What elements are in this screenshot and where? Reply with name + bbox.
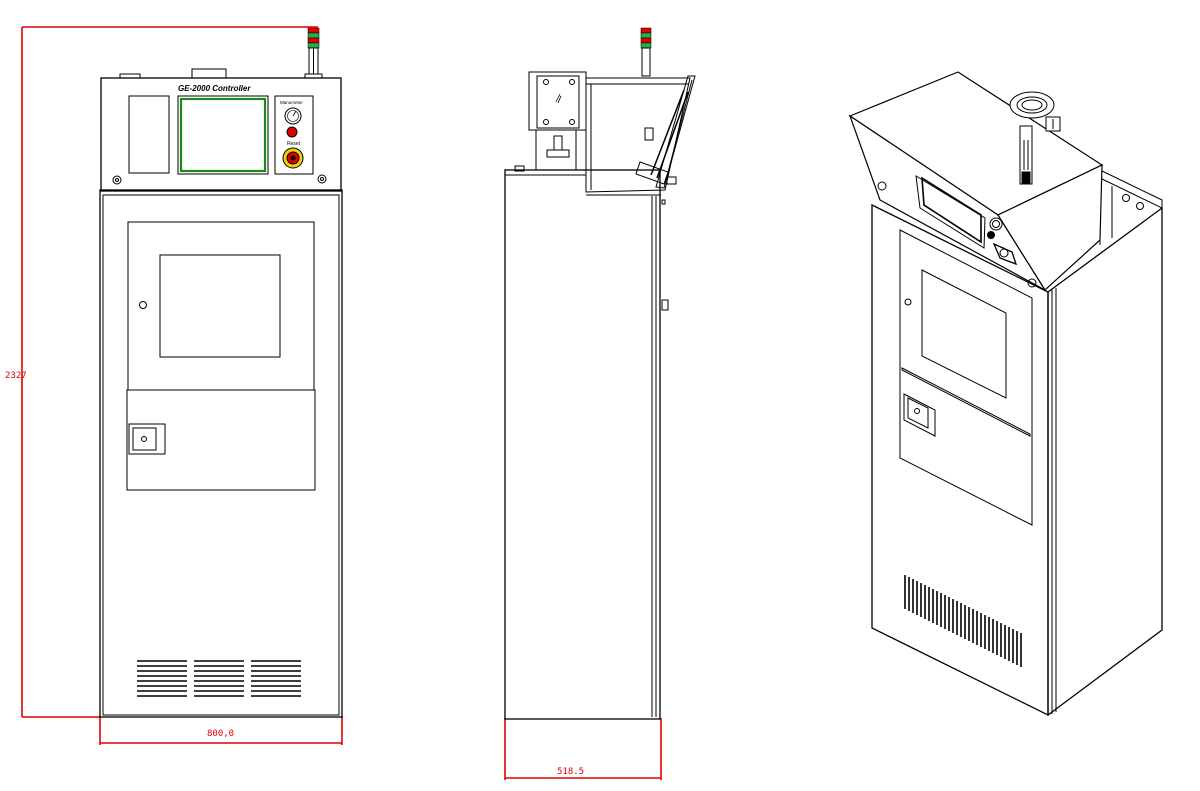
height-dimension-label: 2327 bbox=[5, 371, 27, 381]
reset-label: Reset bbox=[287, 141, 301, 147]
iso-door bbox=[899, 229, 1033, 526]
manometer-label: Manometer bbox=[280, 100, 303, 105]
iso-controller-head bbox=[848, 71, 1104, 292]
isometric-view bbox=[848, 71, 1163, 717]
height-dimension bbox=[21, 26, 318, 718]
front-width-dimension bbox=[99, 716, 343, 745]
side-view bbox=[504, 27, 696, 720]
cabinet-body bbox=[99, 189, 343, 718]
signal-beacon bbox=[304, 27, 323, 79]
depth-dimension-label: 518.5 bbox=[557, 767, 584, 777]
side-hinge-arm bbox=[635, 75, 696, 189]
controller-title: GE-2000 Controller bbox=[178, 84, 251, 93]
iso-vent-grille bbox=[904, 575, 1022, 667]
side-signal-beacon bbox=[640, 27, 652, 77]
front-view bbox=[99, 27, 343, 718]
vent-grilles bbox=[137, 660, 301, 697]
controller-head bbox=[100, 77, 342, 192]
front-width-dimension-label: 800,0 bbox=[207, 729, 234, 739]
depth-dimension bbox=[504, 718, 662, 780]
